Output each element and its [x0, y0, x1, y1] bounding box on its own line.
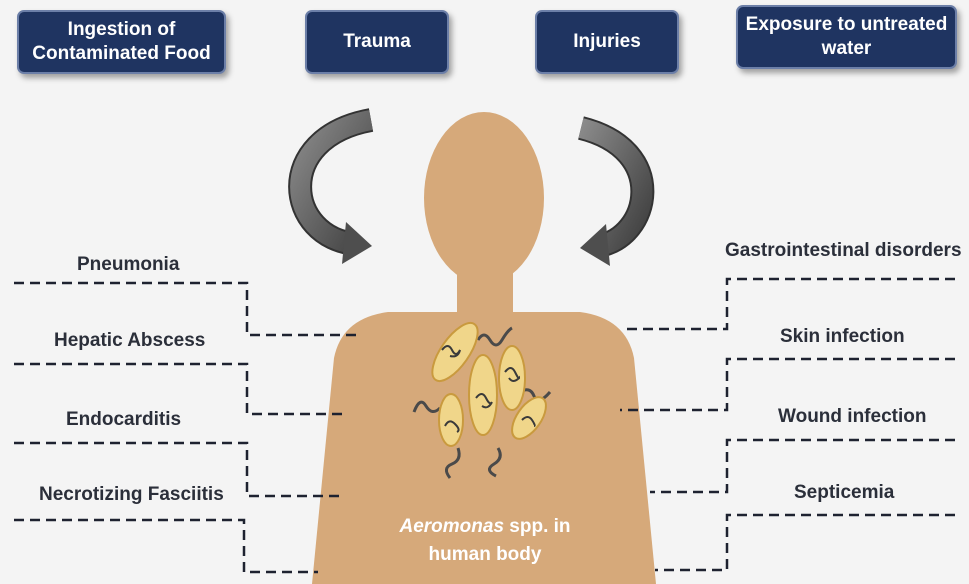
left-curved-arrow [300, 120, 372, 264]
connector-gastrointestinal [622, 279, 955, 329]
condition-hepatic-abscess: Hepatic Abscess [54, 330, 205, 352]
caption-line-1: Aeromonas spp. in [395, 513, 575, 541]
connector-necrotizing-fasciitis [14, 520, 318, 572]
condition-wound-infection: Wound infection [778, 406, 926, 428]
condition-gastrointestinal: Gastrointestinal disorders [725, 240, 962, 262]
condition-endocarditis: Endocarditis [66, 409, 181, 431]
connector-hepatic-abscess [14, 364, 344, 414]
connector-septicemia [655, 515, 955, 570]
condition-septicemia: Septicemia [794, 482, 894, 504]
caption-genus: Aeromonas [399, 516, 504, 537]
connector-skin-infection [620, 359, 955, 410]
connector-pneumonia [14, 283, 360, 335]
right-curved-arrow [580, 128, 642, 266]
condition-skin-infection: Skin infection [780, 326, 905, 348]
condition-pneumonia: Pneumonia [77, 254, 179, 276]
condition-necrotizing-fasciitis: Necrotizing Fasciitis [39, 484, 224, 506]
caption-species: spp. in [504, 516, 571, 537]
caption-line-2: human body [395, 541, 575, 569]
body-caption: Aeromonas spp. in human body [395, 513, 575, 569]
